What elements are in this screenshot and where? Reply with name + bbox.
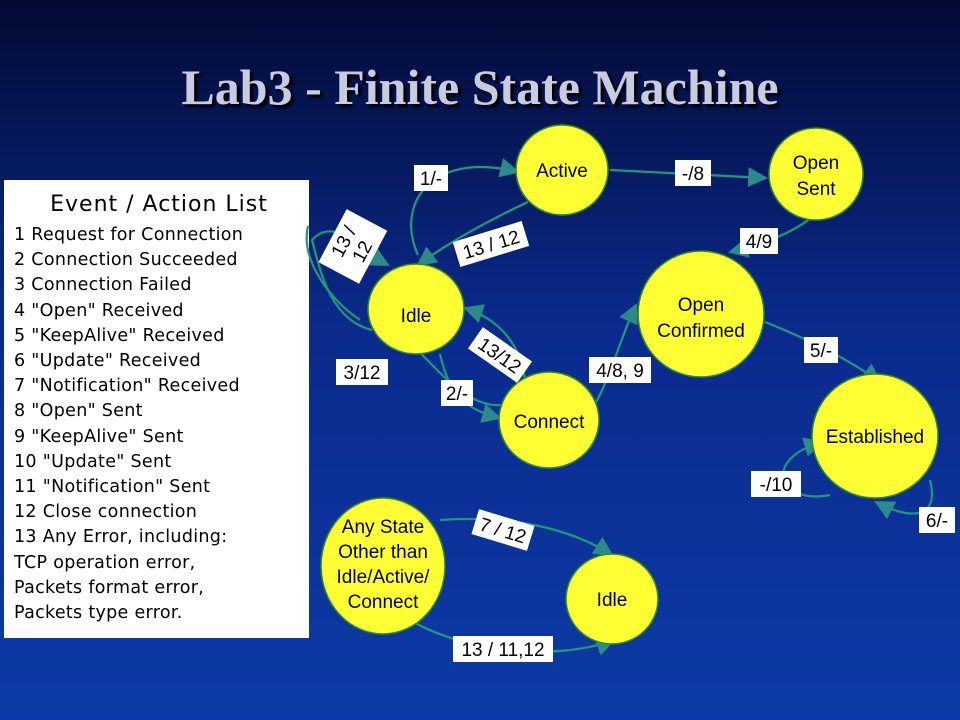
state-connect-label: Connect: [514, 412, 585, 433]
event-item: 1 Request for Connection: [14, 225, 244, 245]
label-established-loop-in: -/10: [751, 471, 801, 497]
svg-text:3/12: 3/12: [344, 363, 381, 384]
label-any-to-idle-top: 7 / 12: [471, 509, 535, 551]
label-any-to-idle-bottom: 13 / 11,12: [453, 636, 553, 662]
event-item: 12 Close connection: [14, 502, 198, 523]
state-any-state-label-3: Idle/Active/: [337, 567, 431, 588]
event-item: Packets type error.: [14, 603, 183, 624]
state-any-state-label-4: Connect: [348, 592, 419, 613]
event-item: 2 Connection Succeeded: [14, 250, 238, 271]
label-connect-loop: 3/12: [336, 359, 388, 385]
state-active: Active: [515, 124, 609, 216]
state-established: Established: [811, 373, 939, 499]
state-open-sent-label-2: Sent: [796, 179, 836, 200]
label-connect-to-open-confirmed: 4/8, 9: [589, 357, 651, 383]
event-item: TCP operation error,: [14, 552, 196, 573]
event-item: 5 "KeepAlive" Received: [14, 325, 225, 346]
state-idle-bottom-label: Idle: [597, 590, 628, 611]
svg-text:4/9: 4/9: [746, 232, 772, 253]
event-item: 10 "Update" Sent: [14, 451, 172, 472]
edge-idle-self-loop-tail: [305, 225, 361, 321]
slide-title: Lab3 - Finite State Machine: [181, 59, 779, 115]
svg-text:-/8: -/8: [682, 164, 704, 185]
event-list-heading: Event / Action List: [50, 192, 268, 217]
event-item: 11 "Notification" Sent: [14, 477, 211, 498]
event-item: 7 "Notification" Received: [14, 376, 240, 397]
label-open-sent-to-open-confirmed: 4/9: [740, 228, 778, 254]
state-active-label: Active: [536, 161, 588, 182]
svg-text:13 / 11,12: 13 / 11,12: [461, 640, 544, 661]
state-open-sent-label-1: Open: [793, 153, 839, 174]
event-item: 4 "Open" Received: [14, 300, 184, 321]
label-connect-to-idle: 13/12: [467, 327, 533, 383]
edge-any-to-idle-top: [439, 517, 614, 557]
label-active-to-idle: 13 / 12: [452, 221, 530, 267]
event-item: 8 "Open" Sent: [14, 401, 143, 422]
svg-text:6/-: 6/-: [926, 511, 948, 532]
svg-text:-/10: -/10: [760, 475, 793, 496]
state-established-label: Established: [826, 427, 924, 448]
svg-text:2/-: 2/-: [446, 384, 468, 405]
state-open-confirmed-label-1: Open: [678, 295, 724, 316]
label-open-confirmed-to-established: 5/-: [804, 337, 838, 363]
label-idle-self-loop: 13 / 12: [318, 209, 388, 284]
label-idle-to-active: 1/-: [414, 165, 448, 191]
state-any-state: Any State Other than Idle/Active/ Connec…: [320, 497, 446, 635]
state-any-state-label-2: Other than: [338, 542, 428, 563]
state-idle-bottom: Idle: [565, 553, 659, 645]
event-item: 9 "KeepAlive" Sent: [14, 426, 184, 447]
state-connect: Connect: [498, 371, 600, 469]
label-established-loop-out: 6/-: [919, 507, 955, 533]
label-active-to-open-sent: -/8: [675, 160, 711, 186]
event-item: 6 "Update" Received: [14, 351, 202, 372]
state-idle-label: Idle: [401, 306, 432, 327]
event-item: Packets format error,: [14, 577, 205, 598]
event-item: 13 Any Error, including:: [14, 527, 228, 548]
state-open-confirmed: Open Confirmed: [637, 250, 765, 378]
state-idle: Idle: [367, 263, 465, 355]
svg-text:5/-: 5/-: [810, 341, 832, 362]
event-action-list: Event / Action List 1 Request for Connec…: [4, 180, 309, 638]
svg-text:4/8, 9: 4/8, 9: [596, 361, 644, 382]
state-open-confirmed-label-2: Confirmed: [657, 321, 745, 342]
state-any-state-label-1: Any State: [342, 517, 424, 538]
event-item: 3 Connection Failed: [14, 275, 192, 296]
edge-active-to-idle: [416, 201, 529, 267]
state-open-sent: Open Sent: [768, 127, 864, 221]
label-idle-to-connect: 2/-: [441, 380, 473, 406]
svg-text:1/-: 1/-: [420, 169, 442, 190]
